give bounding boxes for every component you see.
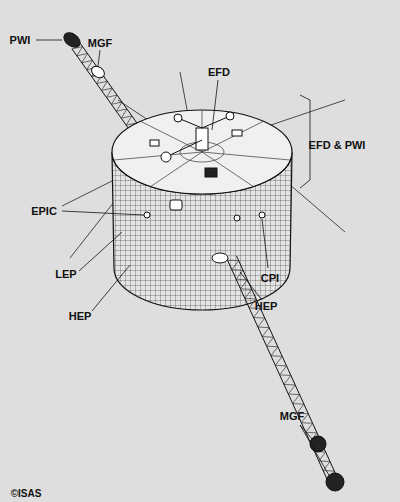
part-label: MGF [280, 410, 304, 422]
part-label: CPI [261, 272, 279, 284]
boom-sensors [61, 30, 344, 491]
part-label: PWI [10, 34, 31, 46]
copyright-note: ©ISAS [11, 488, 42, 499]
part-label: HEP [69, 310, 92, 322]
part-label: LEP [55, 268, 76, 280]
deck-panels [114, 110, 290, 187]
part-label: EPIC [31, 205, 57, 217]
top-deck [112, 110, 292, 194]
side-sensors [144, 200, 265, 263]
part-label: EFD & PWI [309, 139, 366, 151]
leader-line [36, 40, 330, 477]
lower-boom [227, 256, 336, 480]
part-label: EFD [208, 66, 230, 78]
part-label: HEP [255, 300, 278, 312]
part-label: MGF [88, 37, 112, 49]
efd-mechanism [150, 112, 242, 177]
